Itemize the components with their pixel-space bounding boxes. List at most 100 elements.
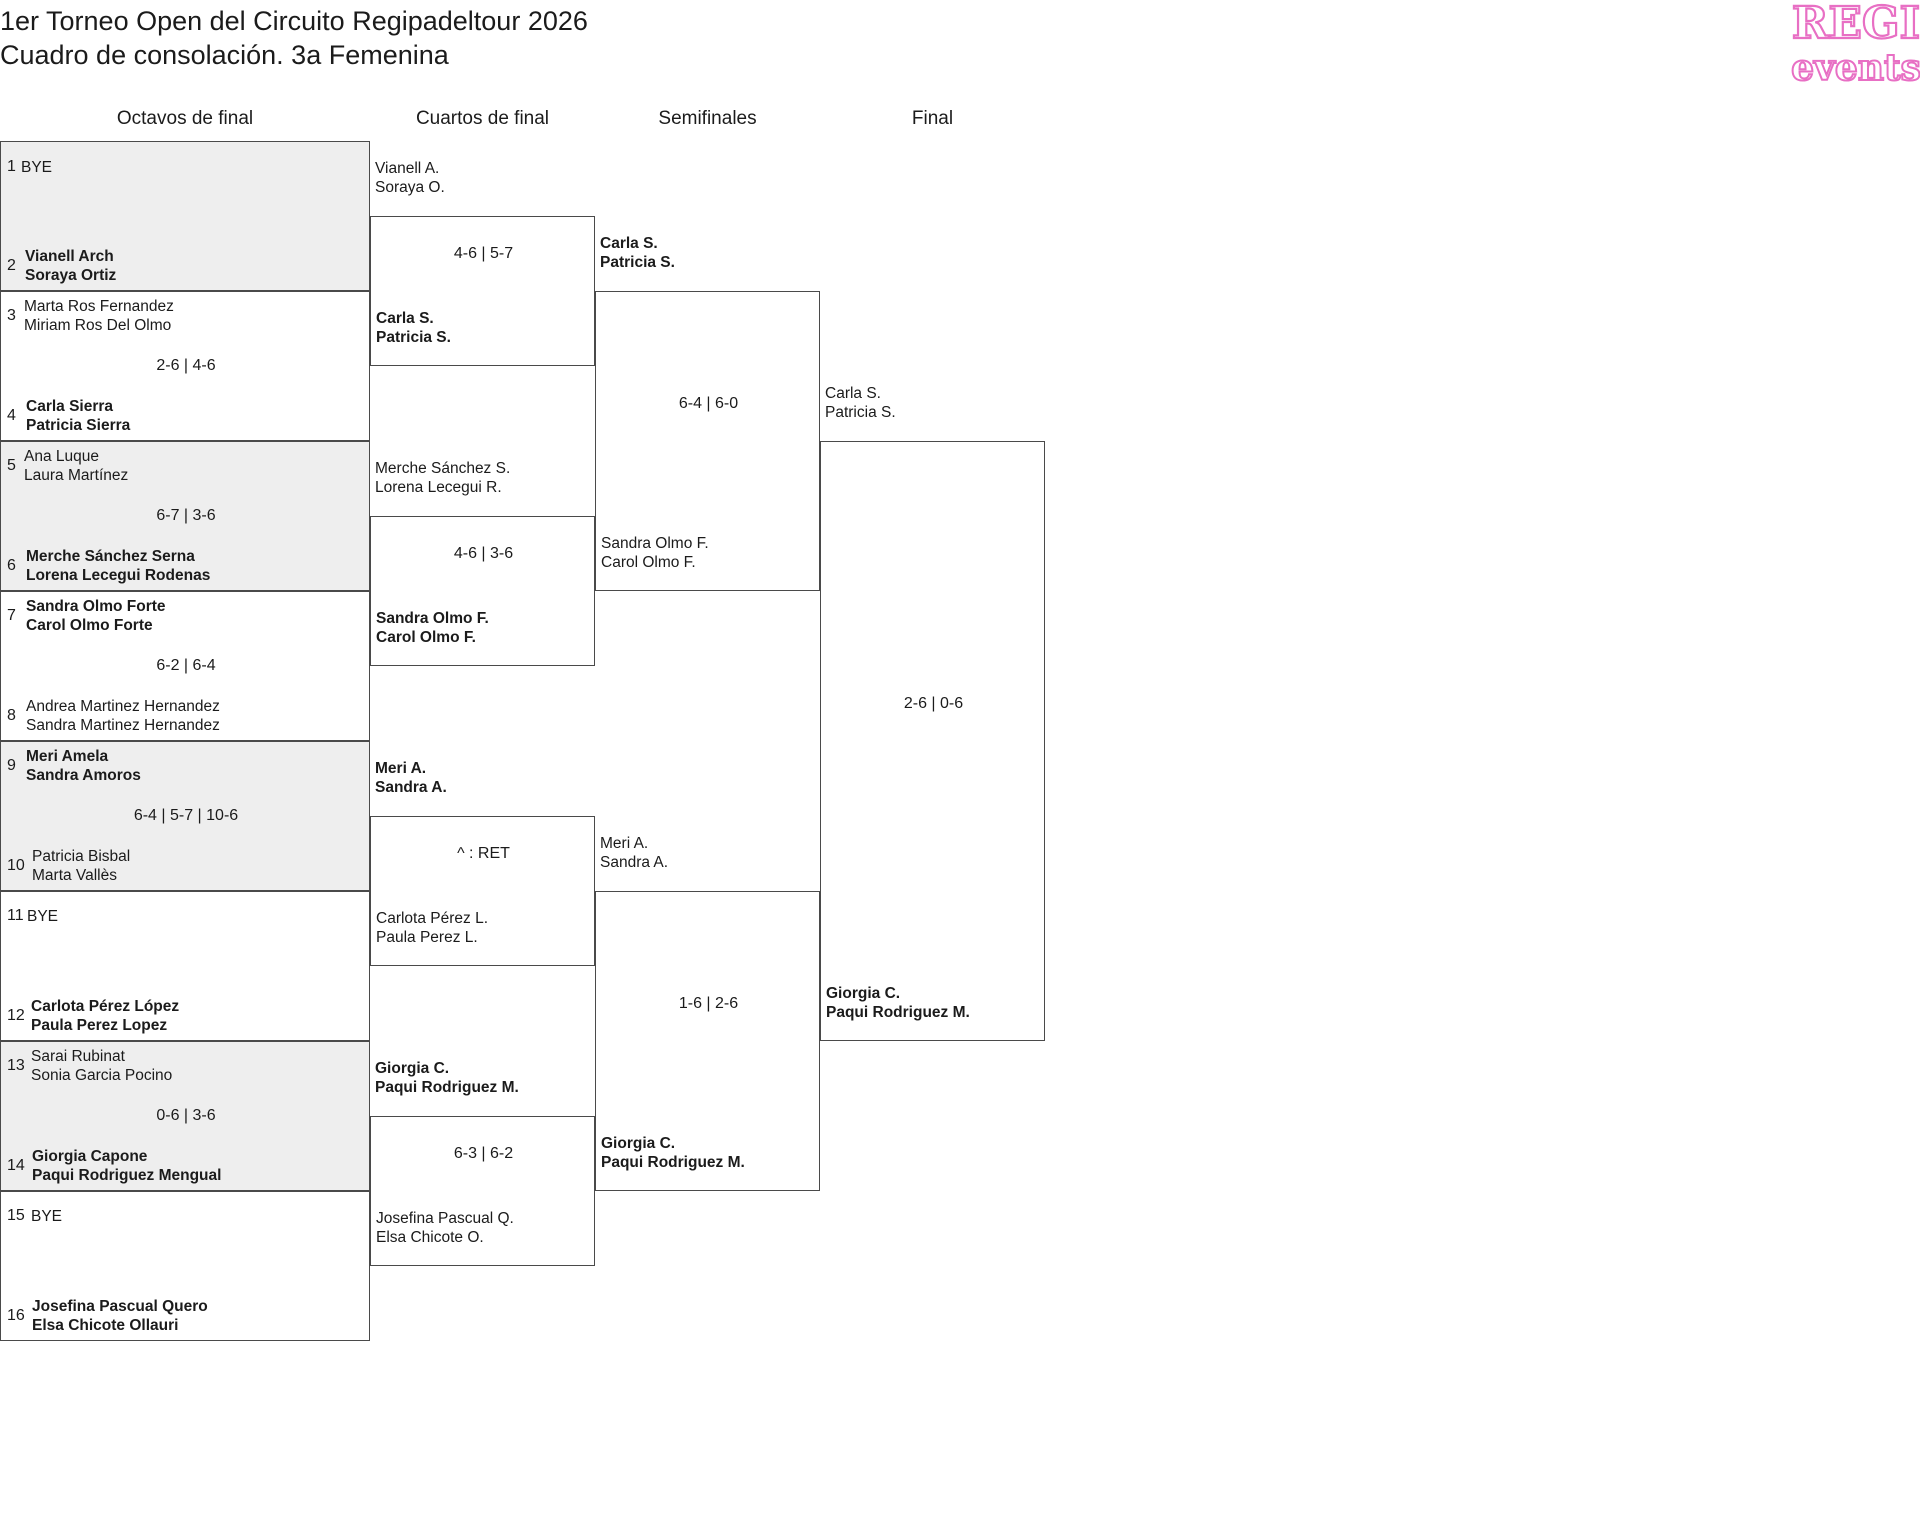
round-header-cuartos: Cuartos de final xyxy=(415,108,550,129)
r1-match-3: 5 Ana Luque Laura Martínez 6-7 | 3-6 6 M… xyxy=(0,441,370,591)
team-line: Sarai Rubinat xyxy=(31,1048,125,1065)
team-line: Soraya Ortiz xyxy=(25,267,117,284)
team-line: Carol Olmo F. xyxy=(601,554,696,571)
seed-number: 3 xyxy=(7,307,16,324)
seed-number: 8 xyxy=(7,707,16,724)
seed-number: 15 xyxy=(7,1207,25,1224)
team-line: BYE xyxy=(31,1208,63,1225)
team-line: Paqui Rodriguez Mengual xyxy=(32,1167,222,1184)
team-line: Elsa Chicote O. xyxy=(376,1229,484,1246)
team-line: Vianell Arch xyxy=(25,248,114,265)
team-line: Sandra Amoros xyxy=(26,767,141,784)
team-line: Elsa Chicote Ollauri xyxy=(32,1317,179,1334)
team-line: Lorena Lecegui Rodenas xyxy=(26,567,211,584)
r3-match-2: 1-6 | 2-6 Giorgia C. Paqui Rodriguez M. xyxy=(595,891,820,1191)
team-line: BYE xyxy=(21,159,53,176)
r2-match-3: ^ : RET Carlota Pérez L. Paula Perez L. xyxy=(370,816,595,966)
team-line: Merche Sánchez Serna xyxy=(26,548,195,565)
seed-number: 5 xyxy=(7,457,16,474)
r2-m2-top-line2: Lorena Lecegui R. xyxy=(375,479,502,496)
r4-m1-top-line1: Carla S. xyxy=(825,385,881,402)
seed-number: 14 xyxy=(7,1157,25,1174)
team-line: Marta Vallès xyxy=(32,867,117,884)
team-line: Marta Ros Fernandez xyxy=(24,298,174,315)
r3-m1-top-line1: Carla S. xyxy=(600,235,658,252)
team-line: Josefina Pascual Quero xyxy=(32,1298,208,1315)
seed-number: 6 xyxy=(7,557,16,574)
r2-m4-top-line2: Paqui Rodriguez M. xyxy=(375,1079,519,1096)
team-line: Laura Martínez xyxy=(24,467,129,484)
team-line: Sandra Olmo Forte xyxy=(26,598,166,615)
team-line: Sandra Olmo F. xyxy=(376,610,489,627)
match-score: 4-6 | 5-7 xyxy=(453,245,514,262)
team-line: Patricia Sierra xyxy=(26,417,131,434)
match-score: 0-6 | 3-6 xyxy=(156,1107,216,1124)
r1-match-4: 7 Sandra Olmo Forte Carol Olmo Forte 6-2… xyxy=(0,591,370,741)
match-score: 6-4 | 6-0 xyxy=(678,395,739,412)
team-line: Paqui Rodriguez M. xyxy=(601,1154,745,1171)
seed-number: 13 xyxy=(7,1057,25,1074)
r1-match-2: 3 Marta Ros Fernandez Miriam Ros Del Olm… xyxy=(0,291,370,441)
round-header-octavos: Octavos de final xyxy=(116,108,254,129)
round-header-semifinales: Semifinales xyxy=(658,108,757,129)
seed-number: 10 xyxy=(7,857,25,874)
r1-match-1: 1 BYE 2 Vianell Arch Soraya Ortiz xyxy=(0,141,370,291)
logo-text-regi: REGI xyxy=(1792,0,1920,49)
match-score: 6-4 | 5-7 | 10-6 xyxy=(133,807,239,824)
r3-match-1: 6-4 | 6-0 Sandra Olmo F. Carol Olmo F. xyxy=(595,291,820,591)
match-score: 1-6 | 2-6 xyxy=(678,995,739,1012)
match-score: 6-2 | 6-4 xyxy=(156,657,216,674)
seed-number: 4 xyxy=(7,407,16,424)
team-line: Giorgia C. xyxy=(826,985,901,1002)
draw-subtitle: Cuadro de consolación. 3a Femenina xyxy=(0,40,449,70)
team-line: Sandra Martinez Hernandez xyxy=(26,717,220,734)
team-line: Patricia S. xyxy=(376,329,451,346)
team-line: Sonia Garcia Pocino xyxy=(31,1067,173,1084)
team-line: Patricia Bisbal xyxy=(32,848,131,865)
team-line: Carol Olmo Forte xyxy=(26,617,153,634)
team-line: Carlota Pérez López xyxy=(31,998,180,1015)
r2-m4-top-line1: Giorgia C. xyxy=(375,1060,450,1077)
tournament-title: 1er Torneo Open del Circuito Regipadelto… xyxy=(0,6,588,36)
team-line: Sandra Olmo F. xyxy=(601,535,709,552)
team-line: Josefina Pascual Q. xyxy=(376,1210,514,1227)
r2-m3-top-line1: Meri A. xyxy=(375,760,427,777)
team-line: Miriam Ros Del Olmo xyxy=(24,317,172,334)
seed-number: 1 xyxy=(7,158,16,175)
team-line: Andrea Martinez Hernandez xyxy=(26,698,220,715)
seed-number: 11 xyxy=(7,907,24,924)
team-line: BYE xyxy=(27,908,59,925)
logo-text-events: events xyxy=(1791,47,1920,84)
r1-match-8: 15 BYE 16 Josefina Pascual Quero Elsa Ch… xyxy=(0,1191,370,1341)
team-line: Carla S. xyxy=(376,310,434,327)
match-score: 2-6 | 4-6 xyxy=(156,357,216,374)
team-line: Paula Perez Lopez xyxy=(31,1017,168,1034)
r2-m1-top-line2: Soraya O. xyxy=(375,179,445,196)
seed-number: 2 xyxy=(7,257,16,274)
match-score: 6-3 | 6-2 xyxy=(453,1145,514,1162)
match-score: ^ : RET xyxy=(457,845,510,862)
seed-number: 7 xyxy=(7,607,16,624)
r2-m2-top-line1: Merche Sánchez S. xyxy=(375,460,511,477)
team-line: Carla Sierra xyxy=(26,398,114,415)
team-line: Paula Perez L. xyxy=(376,929,478,946)
r2-m1-top-line1: Vianell A. xyxy=(375,160,440,177)
team-line: Giorgia Capone xyxy=(32,1148,148,1165)
r4-m1-top-line2: Patricia S. xyxy=(825,404,896,421)
match-score: 6-7 | 3-6 xyxy=(156,507,216,524)
team-line: Giorgia C. xyxy=(601,1135,676,1152)
r4-match-final: 2-6 | 0-6 Giorgia C. Paqui Rodriguez M. xyxy=(820,441,1045,1041)
team-line: Carol Olmo F. xyxy=(376,629,476,646)
match-score: 4-6 | 3-6 xyxy=(453,545,514,562)
seed-number: 12 xyxy=(7,1007,25,1024)
round-header-final: Final xyxy=(911,108,954,129)
r3-m1-top-line2: Patricia S. xyxy=(600,254,675,271)
seed-number: 9 xyxy=(7,757,16,774)
r1-match-6: 11 BYE 12 Carlota Pérez López Paula Pere… xyxy=(0,891,370,1041)
r1-match-7: 13 Sarai Rubinat Sonia Garcia Pocino 0-6… xyxy=(0,1041,370,1191)
r2-m3-top-line2: Sandra A. xyxy=(375,779,447,796)
regi-events-logo: REGI events xyxy=(1790,0,1920,84)
team-line: Ana Luque xyxy=(24,448,99,465)
seed-number: 16 xyxy=(7,1307,25,1324)
r2-match-4: 6-3 | 6-2 Josefina Pascual Q. Elsa Chico… xyxy=(370,1116,595,1266)
